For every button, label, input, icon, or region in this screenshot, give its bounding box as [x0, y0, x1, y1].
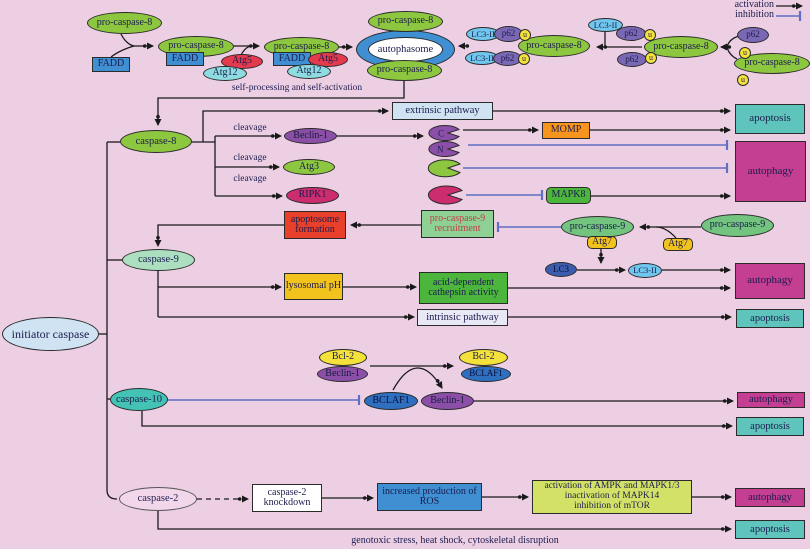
legend-inhibition-label: inhibition [735, 9, 774, 21]
ubiquitin-node: u [737, 74, 749, 86]
legend-activation-label: activation [734, 0, 774, 11]
lc3-ii-node: LC3-II [628, 263, 662, 278]
acid-cathepsin-box: acid-dependent cathepsin activity [419, 272, 508, 304]
apoptosis-box: apoptosis [736, 417, 804, 436]
fadd-node: FADD [92, 57, 130, 72]
momp-box: MOMP [542, 122, 590, 139]
arrow-caspase10-to-apoptosis [141, 411, 733, 430]
atg3-fragment-shape [427, 159, 461, 178]
caspase-2-knockdown-box: caspase-2 knockdown [252, 484, 322, 512]
ubiquitin-node: u [739, 47, 751, 59]
inhibition-connectors [168, 11, 802, 405]
arrow-selfprocessing-to-caspase8 [154, 81, 405, 126]
ampk-mapk-mtor-box: activation of AMPK and MAPK1/3 inactivat… [532, 480, 692, 514]
beclin1-fragment-c-shape [428, 125, 460, 141]
bclaf1-node: BCLAF1 [461, 366, 511, 382]
lc3-ii-node: LC3-II [465, 51, 499, 65]
autophasome-node: autophasome [368, 37, 443, 62]
caspase-2-node: caspase-2 [119, 487, 197, 511]
mapk8-box: MAPK8 [546, 187, 591, 204]
p62-node: p62 [617, 52, 647, 67]
increased-ros-box: increased production of ROS [377, 483, 482, 511]
ubiquitin-node: u [519, 29, 531, 41]
atg12-node: Atg12 [203, 66, 247, 81]
lc3-ii-node: LC3-II [466, 27, 500, 41]
bclaf1-node: BCLAF1 [364, 392, 418, 410]
fadd-node: FADD [166, 52, 204, 66]
ripk1-node: RIPK1 [286, 187, 339, 204]
beclin1-fragment-n-shape [428, 141, 460, 157]
arrow-apoptosome-to-caspase9 [154, 224, 284, 247]
atg7-node: Atg7 [587, 236, 617, 249]
arrow-to-extrinsic [202, 107, 389, 142]
arrow-bclaf1-to-beclin1-curved [392, 367, 443, 391]
pro-caspase-8-node: pro-caspase-8 [87, 12, 162, 34]
ampk-line-3: inhibition of mTOR [574, 500, 650, 511]
atg5-node: Atg5 [308, 52, 348, 67]
pro-caspase-8-node: pro-caspase-8 [734, 53, 810, 74]
ubiquitin-node: u [645, 52, 657, 64]
ubiquitin-node: u [518, 53, 530, 65]
cleavage-label: cleavage [233, 174, 267, 185]
pro-caspase-9-node: pro-caspase-9 [561, 216, 634, 238]
activation-connectors [99, 2, 803, 533]
pro-caspase-8-node: pro-caspase-8 [368, 11, 443, 32]
pro-caspase-9-recruitment-box: pro-caspase-9 recruitment [421, 210, 494, 238]
atg12-node: Atg12 [287, 64, 331, 79]
join-procasp8f [726, 46, 738, 60]
lc3-node: LC3 [545, 262, 577, 277]
atg3-node: Atg3 [283, 159, 335, 175]
pro-caspase-8-node: pro-caspase-8 [644, 36, 718, 58]
lysosomal-ph-box: lysosomal pH [284, 273, 343, 300]
p62-node: p62 [493, 51, 522, 66]
beclin-1-node: Beclin-1 [317, 366, 368, 382]
autophagy-box: autophagy [735, 488, 805, 507]
beclin-1-node: Beclin-1 [421, 392, 474, 410]
apoptosome-formation-box: apoptosome formation [284, 211, 346, 239]
atg7-node: Atg7 [663, 238, 693, 251]
intrinsic-pathway-box: intrinsic pathway [417, 309, 508, 326]
apoptosis-box: apoptosis [735, 520, 805, 539]
ampk-line-2: inactivation of MAPK14 [564, 491, 660, 502]
lc3-ii-node: LC3-II [588, 18, 623, 32]
autophagy-box: autophagy [735, 263, 805, 299]
beclin-1-node: Beclin-1 [284, 128, 337, 144]
apoptosis-box: apoptosis [736, 309, 804, 328]
caspase-9-node: caspase-9 [122, 249, 195, 271]
join-fadda [110, 45, 135, 58]
caspase-8-node: caspase-8 [120, 130, 192, 153]
cleaved-fragments: C N [427, 125, 464, 205]
bcl-2-node: Bcl-2 [319, 349, 367, 366]
cleavage-label: cleavage [233, 123, 267, 134]
join-atg7R [655, 226, 677, 239]
self-processing-label: self-processing and self-activation [231, 83, 363, 94]
fragment-n-label: N [437, 145, 444, 155]
ampk-line-1: activation of AMPK and MAPK1/3 [544, 481, 680, 492]
pro-caspase-8-node: pro-caspase-8 [367, 60, 442, 81]
bcl-2-node: Bcl-2 [459, 349, 508, 366]
ubiquitin-node: u [644, 29, 656, 41]
p62-node: p62 [616, 26, 646, 41]
extrinsic-pathway-box: extrinsic pathway [392, 102, 493, 120]
cleavage-label: cleavage [233, 153, 267, 164]
atg5-node: Atg5 [221, 54, 263, 69]
genotoxic-stress-label: genotoxic stress, heat shock, cytoskelet… [351, 535, 559, 547]
autophagy-box: autophagy [735, 141, 806, 202]
ripk1-fragment-shape [427, 185, 464, 205]
trunk-line [106, 142, 118, 500]
autophagy-box: autophagy [737, 392, 805, 408]
fragment-c-label: C [438, 129, 444, 139]
pro-caspase-8-node: pro-caspase-8 [518, 35, 590, 57]
caspase-10-node: caspase-10 [110, 388, 168, 411]
pro-caspase-9-node: pro-caspase-9 [701, 214, 774, 237]
apoptosis-box: apoptosis [735, 104, 805, 134]
join-procasp8a [120, 33, 135, 47]
initiator-caspase-node: initiator caspase [2, 317, 99, 351]
arrow-caspase2-to-apoptosis [157, 511, 732, 533]
p62-node: p62 [737, 27, 769, 43]
